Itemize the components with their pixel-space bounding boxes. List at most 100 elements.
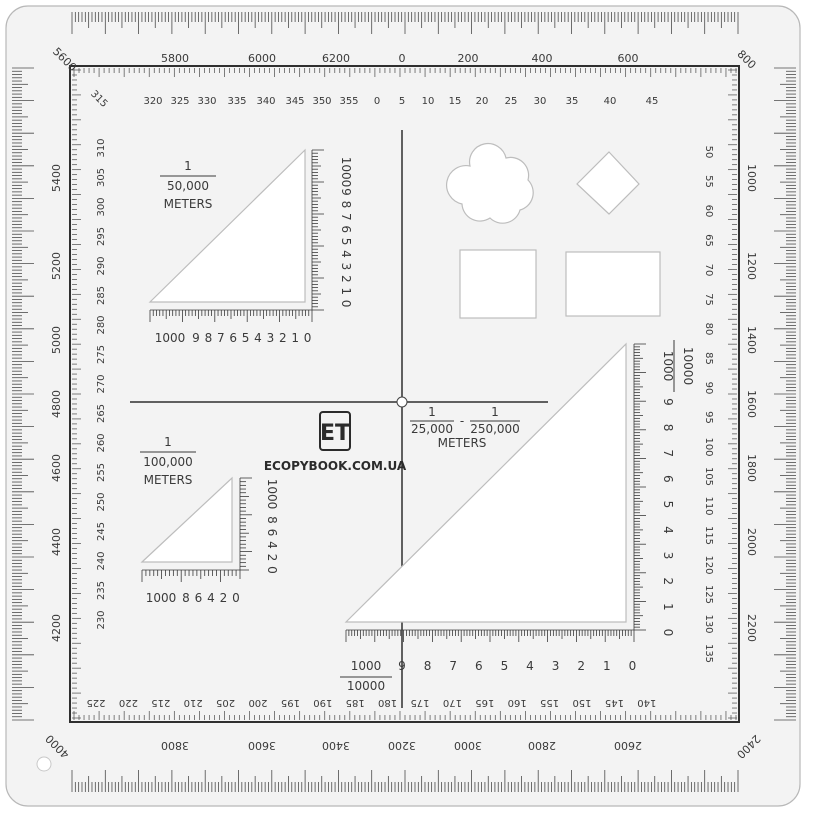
scale-number: 285 <box>96 286 107 305</box>
logo-icon <box>319 411 351 451</box>
fraction-numerator: 1 <box>164 435 172 449</box>
scale-number: 6 <box>339 225 353 233</box>
scale-number: 1 <box>339 287 353 295</box>
degree-label: 330 <box>197 96 216 107</box>
scale-number: 280 <box>96 315 107 334</box>
scale-number: 210 <box>184 697 203 708</box>
degree-label: 35 <box>566 96 579 107</box>
scale-number: 2 <box>339 275 353 283</box>
scale-number: 80 <box>703 323 714 336</box>
inner-degree-labels-right: 5055606570758085909510010511011512012513… <box>703 146 714 663</box>
scale-number: 125 <box>703 585 714 604</box>
mil-label: 4600 <box>50 454 63 482</box>
scale-number: 7 <box>339 213 353 221</box>
scale-number: 305 <box>96 168 107 187</box>
scale-number: 120 <box>703 555 714 574</box>
mil-label: 5400 <box>50 164 63 192</box>
scale-number: 110 <box>703 496 714 515</box>
fraction-denominator: 25,000 <box>411 422 453 436</box>
mil-label: 2200 <box>745 614 758 642</box>
scale-number: 3 <box>339 263 353 271</box>
scale-number: 265 <box>96 404 107 423</box>
scale-number: 6 <box>475 659 483 673</box>
mil-label: 400 <box>532 52 553 65</box>
degree-label: 350 <box>312 96 331 107</box>
mil-label: 3000 <box>454 739 482 752</box>
mil-label: 1400 <box>745 326 758 354</box>
scale-number: 8 <box>205 331 213 345</box>
mil-label: 3400 <box>322 739 350 752</box>
scale-number: 195 <box>281 697 300 708</box>
scale-number: 1000 <box>351 659 382 673</box>
scale-number: 270 <box>96 374 107 393</box>
scale-number: 70 <box>703 264 714 277</box>
mil-label: 6200 <box>322 52 350 65</box>
scale-number: 155 <box>540 697 559 708</box>
scale-number: 7 <box>661 449 675 457</box>
degree-label: 5 <box>399 96 405 107</box>
mil-label: 1200 <box>745 252 758 280</box>
degree-label: 10 <box>422 96 435 107</box>
mil-label: 5800 <box>161 52 189 65</box>
scale-number: 170 <box>443 697 462 708</box>
scale-number: 145 <box>605 697 624 708</box>
scale-number: 50 <box>703 146 714 159</box>
degree-label: 20 <box>476 96 489 107</box>
scale-number: 225 <box>86 697 105 708</box>
scale-unit: METERS <box>144 473 193 487</box>
scale-number: 3 <box>552 659 560 673</box>
scale-number: 7 <box>449 659 457 673</box>
scale-number: 60 <box>703 205 714 218</box>
scale-number: 255 <box>96 463 107 482</box>
fraction-numerator: 1 <box>184 159 192 173</box>
scale-number: 9 <box>192 331 200 345</box>
scale-number: 105 <box>703 467 714 486</box>
degree-label: 30 <box>534 96 547 107</box>
mil-label: 1000 <box>745 164 758 192</box>
degree-label: 0 <box>374 96 380 107</box>
scale-number: 0 <box>339 300 353 308</box>
scale-number: 1000 <box>146 591 177 605</box>
scale-number: 0 <box>661 629 675 637</box>
scale-number: 85 <box>703 352 714 365</box>
scale-number: 1000 <box>661 351 675 382</box>
scale-number: 175 <box>410 697 429 708</box>
degree-label: 320 <box>143 96 162 107</box>
mil-label: 5000 <box>50 326 63 354</box>
scale-number: 185 <box>346 697 365 708</box>
scale-number: 55 <box>703 175 714 188</box>
outer-mil-ticks <box>12 12 796 792</box>
triangle-25k <box>344 342 627 623</box>
degree-label: 40 <box>604 96 617 107</box>
scale-number: 115 <box>703 526 714 545</box>
fraction-numerator: 1 <box>428 405 436 419</box>
mil-label: 4400 <box>50 528 63 556</box>
mil-label: 2000 <box>745 528 758 556</box>
scale-number: 1 <box>661 603 675 611</box>
scale-number: 5 <box>501 659 509 673</box>
fraction-denominator: 50,000 <box>167 179 209 193</box>
scale-number: 240 <box>96 551 107 570</box>
scale-ruler-ticks <box>141 149 646 642</box>
scale-number: 0 <box>232 591 240 605</box>
scale-number: 235 <box>96 581 107 600</box>
scale-number: 4 <box>526 659 534 673</box>
scale-number: 90 <box>703 382 714 395</box>
scale-number: 220 <box>119 697 138 708</box>
scale-number: 275 <box>96 345 107 364</box>
triangle-50k <box>148 148 306 303</box>
mil-label: 3200 <box>388 739 416 752</box>
square-cutout <box>459 249 537 319</box>
scale-number: 5 <box>242 331 250 345</box>
scale-unit: METERS <box>164 197 213 211</box>
mil-label: 600 <box>618 52 639 65</box>
scale-number: 2 <box>279 331 287 345</box>
scale-number: 95 <box>703 411 714 424</box>
degree-label: 345 <box>285 96 304 107</box>
scale-number: 0 <box>304 331 312 345</box>
scale-number: 165 <box>475 697 494 708</box>
degree-label: 15 <box>449 96 462 107</box>
scale-number: 295 <box>96 227 107 246</box>
